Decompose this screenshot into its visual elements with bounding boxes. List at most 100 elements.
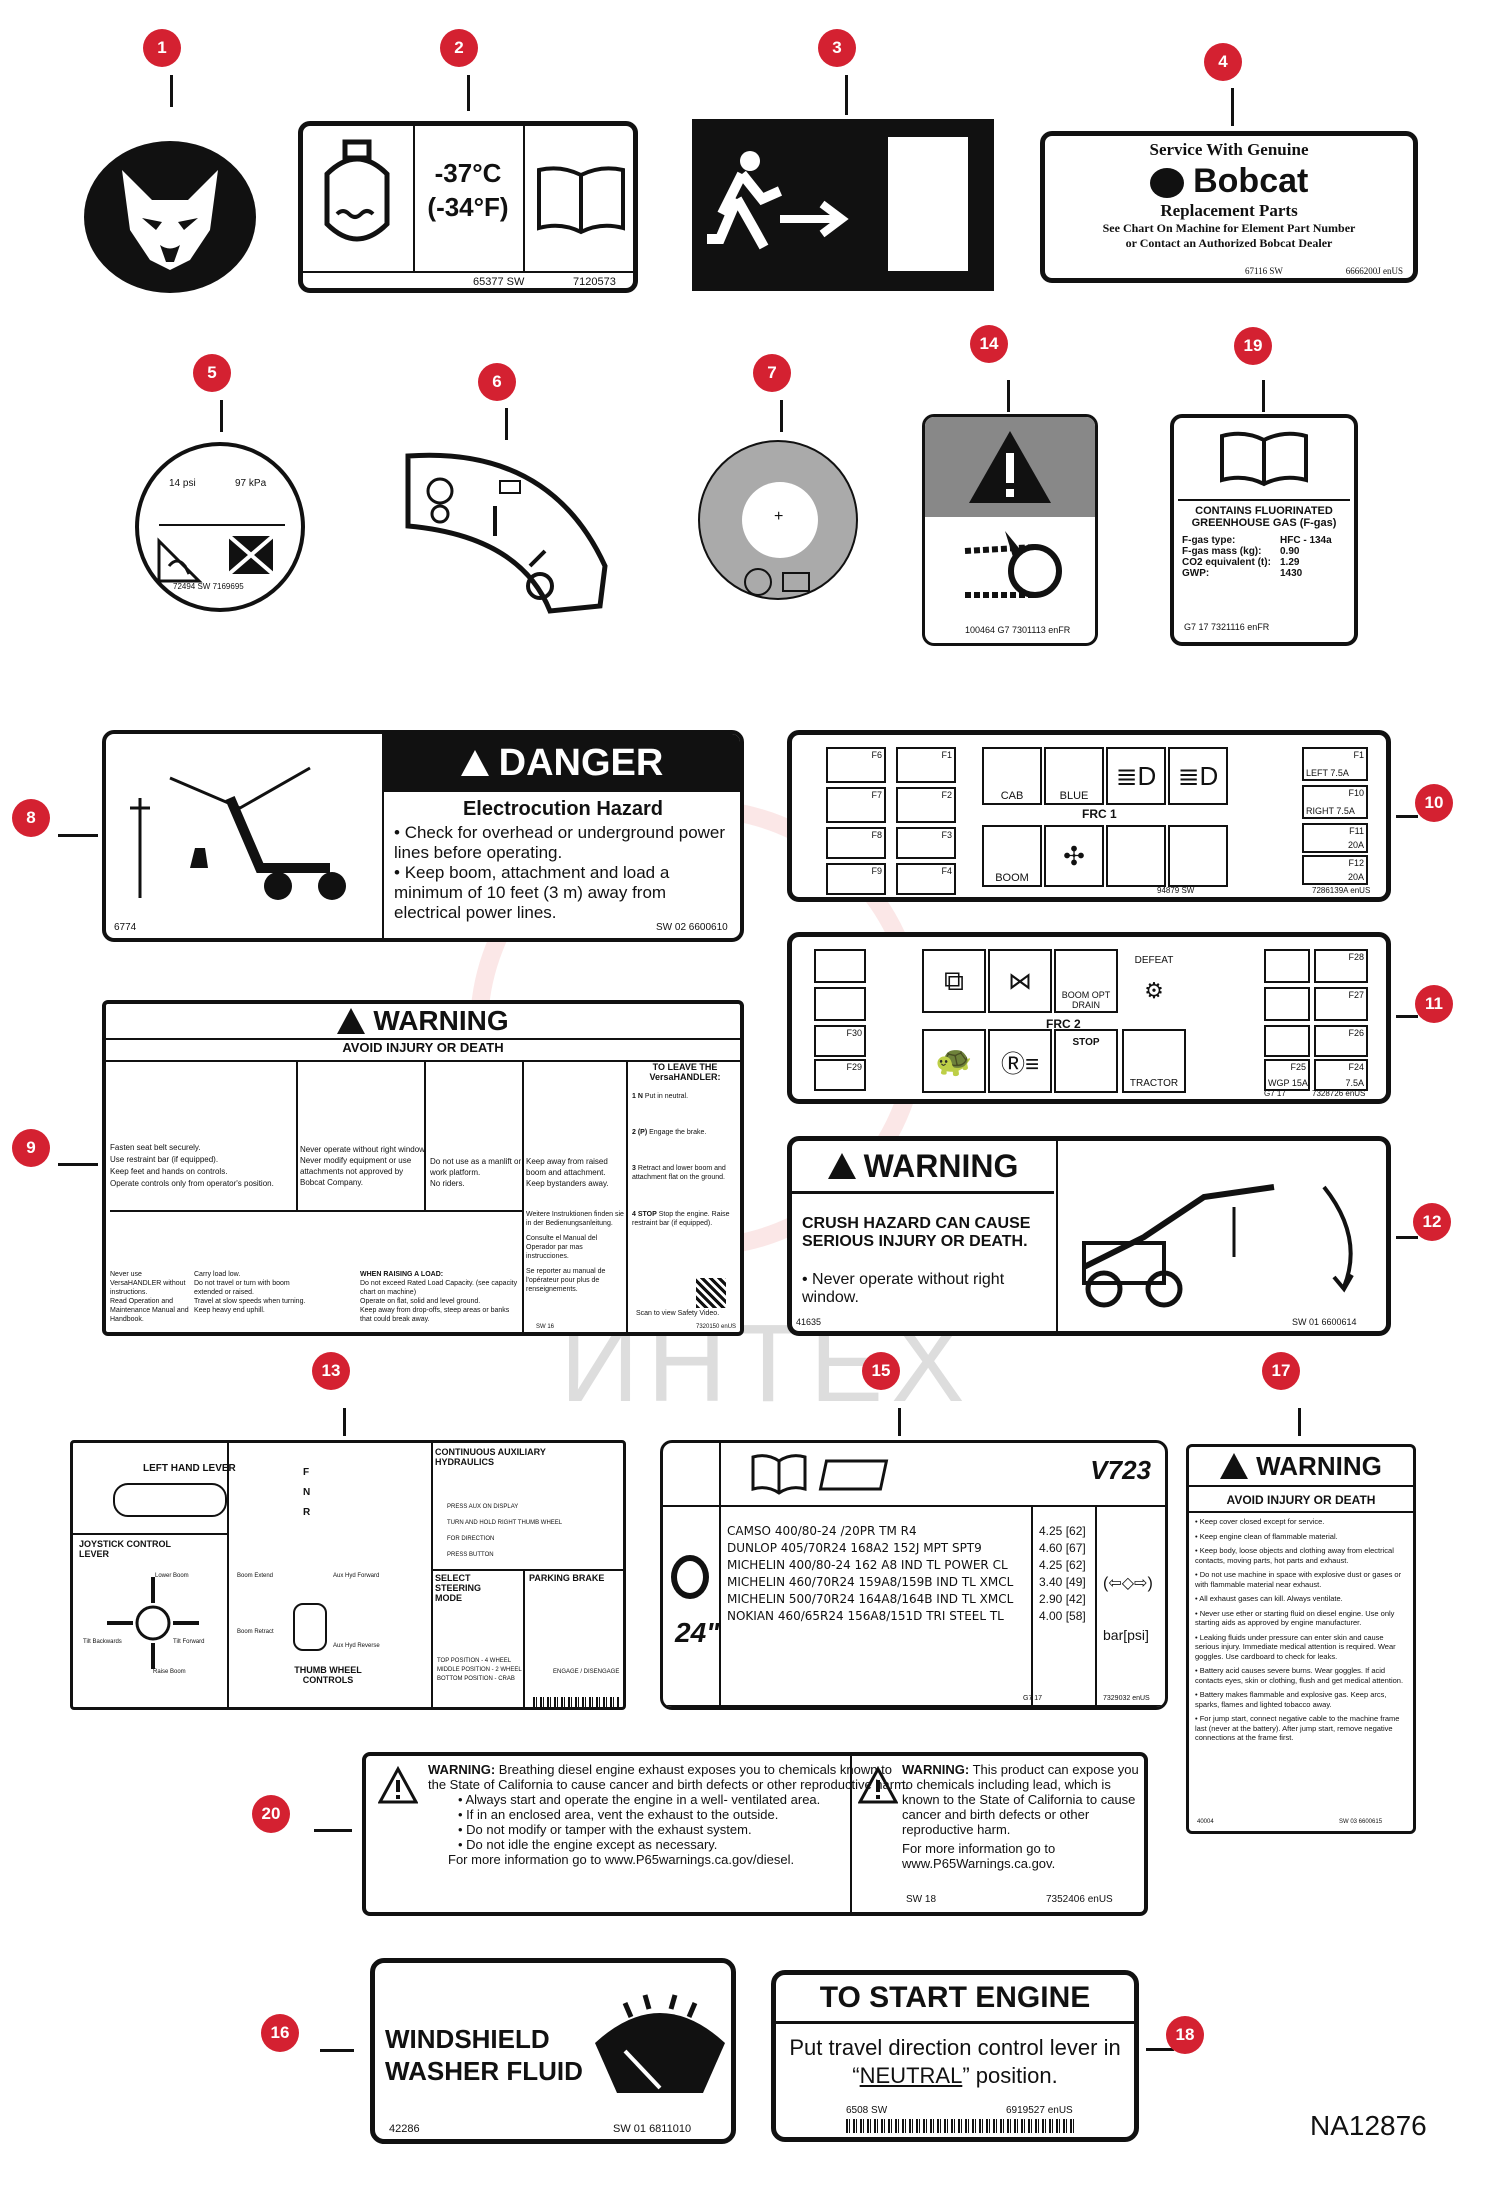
warning9-col4: Keep away from raised boom and attachmen…: [526, 1074, 624, 1189]
danger-body: Electrocution Hazard • Check for overhea…: [382, 792, 740, 938]
running-man-exit-icon: [707, 151, 849, 250]
decal-radiator-pressure: 14 psi 97 kPa 72494 SW 7169695: [135, 442, 305, 612]
decal11-code-left: G7 17: [1264, 1089, 1286, 1098]
bobcat-logo-icon: [84, 141, 256, 293]
warning17-item: • Battery acid causes severe burns. Wear…: [1195, 1666, 1404, 1685]
leader-line-13: [343, 1408, 346, 1436]
danger-header-text: DANGER: [498, 741, 664, 784]
lever-label: Boom Retract: [237, 1629, 274, 1635]
decal8-code-right: SW 02 6600610: [656, 922, 728, 933]
leader-line-11: [1396, 1015, 1418, 1018]
washer-line2: WASHER FLUID: [385, 2056, 583, 2086]
qr-caption: Scan to view Safety Video.: [636, 1310, 720, 1317]
decal-warning-crush: WARNING CRUSH HAZARD CAN CAUSE SERIOUS I…: [787, 1136, 1391, 1336]
decal11-code-right: 7328726 enUS: [1312, 1089, 1366, 1098]
genuine-line4: See Chart On Machine for Element Part Nu…: [1102, 221, 1356, 235]
decal12-code-left: 41635: [796, 1317, 822, 1327]
blank-slot: [814, 949, 866, 983]
lever-label: Aux Hyd Forward: [333, 1573, 380, 1579]
warning-triangle-icon: [969, 431, 1051, 503]
meter-center: +: [742, 482, 818, 558]
fuse-cell: F8: [826, 827, 886, 859]
leave-title: TO LEAVE THE VersaHANDLER:: [649, 1062, 721, 1082]
crush-bullet: • Never operate without right window.: [802, 1271, 1005, 1306]
brake-valve-icon: ⋈: [988, 949, 1052, 1013]
exit-door-icon: [888, 137, 968, 271]
col4-line: Keep bystanders away.: [526, 1179, 609, 1188]
book-wrench-icon: [751, 1454, 889, 1495]
warning17-sub: AVOID INJURY OR DEATH: [1189, 1487, 1413, 1513]
decal17-code-right: SW 03 6600615: [1339, 1819, 1383, 1825]
fuse-cell: F30: [814, 1025, 866, 1057]
warning9-header: WARNING: [106, 1004, 740, 1040]
divider: [110, 1210, 522, 1212]
callout-badge-17: 17: [1262, 1352, 1300, 1390]
leader-line-20: [314, 1829, 352, 1832]
callout-badge-9: 9: [12, 1129, 50, 1167]
joystick-arrows-icon: [107, 1577, 199, 1669]
decal19-code: G7 17 7321116 enFR: [1184, 622, 1270, 632]
fuse-cell: F9: [826, 863, 886, 895]
qr-code-icon: [696, 1278, 726, 1308]
divider: [431, 1443, 433, 1707]
warning17-list: • Keep cover closed except for service. …: [1189, 1513, 1413, 1752]
warning-triangle-icon: [827, 1153, 856, 1179]
decal2-code-left: 65377 SW: [473, 276, 525, 288]
fuse-cell: F3: [896, 827, 956, 859]
crush-title: CRUSH HAZARD CAN CAUSE SERIOUS INJURY OR…: [802, 1215, 1031, 1250]
decal16-code-left: 42286: [389, 2123, 420, 2135]
decal17-code-left: 40004: [1197, 1819, 1214, 1825]
warning9-col2: Never operate without right window.Never…: [300, 1074, 430, 1188]
divider: [850, 1756, 852, 1912]
left-lever-title: LEFT HAND LEVER: [143, 1463, 236, 1474]
fuse-cell: F1: [896, 747, 956, 783]
carry-text: Carry load low.Do not travel or turn wit…: [194, 1271, 306, 1314]
start-header: TO START ENGINE: [776, 1975, 1134, 2024]
decal10-code-right: 7286139A enUS: [1312, 886, 1371, 895]
warning17-header: WARNING: [1189, 1447, 1413, 1487]
pressure-kpa: 97 kPa: [235, 478, 267, 489]
col1-line: Use restraint bar (if equipped).: [110, 1155, 219, 1164]
prop65-bullet: • Do not modify or tamper with the exhau…: [458, 1822, 752, 1837]
decal20-code-left: SW 18: [906, 1894, 937, 1905]
callout-badge-16: 16: [261, 2014, 299, 2052]
step-1: 1 N Put in neutral.: [632, 1093, 689, 1100]
leader-line-8: [58, 834, 98, 837]
warning9-col1: Fasten seat belt securely.Use restraint …: [110, 1074, 294, 1190]
tire-row: NOKIAN 460/65R24 156A8/151D TRI STEEL TL: [727, 1609, 1004, 1623]
divider: [1056, 1141, 1058, 1331]
warning17-item: • Keep cover closed except for service.: [1195, 1517, 1325, 1526]
pressure-psi: 14 psi: [169, 478, 196, 489]
warning-triangle-outline-icon: [378, 1766, 418, 1804]
callout-badge-8: 8: [12, 799, 50, 837]
callout-badge-20: 20: [252, 1795, 290, 1833]
brand-name: Bobcat: [1045, 162, 1413, 201]
grid-icon: [663, 1443, 721, 1507]
genuine-line1: Service With Genuine: [1149, 140, 1309, 159]
prop65-bullet: • Do not idle the engine except as neces…: [458, 1837, 718, 1852]
fgas-table: F-gas type:HFC - 134a F-gas mass (kg):0.…: [1174, 529, 1354, 579]
boom-cylinder-icon: ⧉: [922, 949, 986, 1013]
manual-cell: [523, 126, 633, 271]
col2-line: Never operate without right window.: [300, 1145, 427, 1154]
danger-title: Electrocution Hazard: [462, 798, 664, 820]
danger-bullet-1: • Check for overhead or underground powe…: [394, 823, 726, 862]
thumb-wheel-icon: [293, 1603, 327, 1651]
decal4-code-left: 67116 SW: [1245, 266, 1283, 276]
decal-fuse-frc1: F6 F1 F7 F2 F8 F3 F9 F4 CAB BLUE ≣D ≣D F…: [787, 730, 1391, 902]
lever-label: Boom Extend: [237, 1573, 274, 1579]
decal4-code-top: 6666200J enUS: [1345, 266, 1403, 276]
raising-text: WHEN RAISING A LOAD:Do not exceed Rated …: [360, 1271, 518, 1323]
decal-genuine-parts: Service With Genuine Bobcat Replacement …: [1040, 131, 1418, 283]
manual-small-icon: [782, 572, 810, 592]
genuine-line3: Replacement Parts: [1160, 201, 1298, 220]
decal-prop65: WARNING: Breathing diesel engine exhaust…: [362, 1752, 1148, 1916]
leader-line-12: [1396, 1236, 1418, 1239]
decal8-code-left: 6774: [114, 922, 137, 933]
joystick-title: JOYSTICK CONTROL LEVER: [79, 1539, 171, 1559]
col4-line: Keep away from raised boom and attachmen…: [526, 1157, 608, 1177]
col1-line: Operate controls only from operator's po…: [110, 1179, 274, 1188]
